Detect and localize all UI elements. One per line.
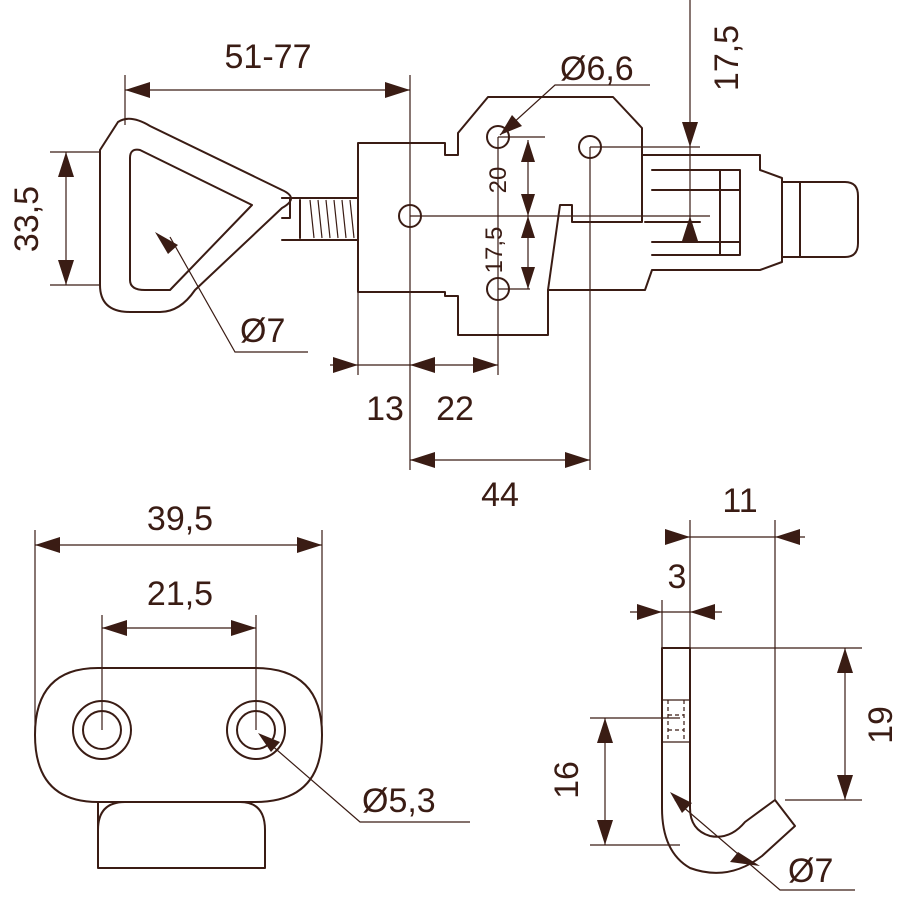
dim-right-offset: 17,5 [708, 25, 746, 91]
dim-slot-to-pivot: 44 [481, 476, 519, 514]
pull-loop-inner [129, 148, 253, 291]
dim-plate-hole-spacing: 21,5 [147, 575, 213, 613]
hinge-plate [547, 154, 783, 291]
dim-hook-height: 19 [862, 706, 900, 744]
dim-latch-length: 51-77 [225, 38, 312, 76]
dim-hole-spacing-lower: 17,5 [481, 227, 508, 274]
dim-hole-spacing-upper: 20 [485, 167, 512, 194]
striker-roller [781, 181, 859, 258]
dim-hook-thickness: 3 [668, 558, 687, 596]
dim-slot-to-hole: 22 [436, 390, 474, 428]
strike-plate-view: 39,5 21,5 Ø5,3 [34, 500, 470, 869]
dim-base-to-slot: 13 [366, 390, 404, 428]
hook-outline [661, 647, 796, 874]
latch-body [357, 96, 643, 336]
pull-loop-outer [99, 117, 292, 313]
plate-outline [34, 667, 323, 803]
dim-plate-width: 39,5 [147, 500, 213, 538]
dim-hook-depth: 16 [548, 761, 586, 799]
dim-hook-width: 11 [722, 482, 757, 520]
dim-plate-hole-dia: Ø5,3 [362, 782, 436, 820]
plate-tab [97, 801, 266, 869]
dim-loop-wire: Ø7 [240, 312, 285, 350]
dim-top-hole: Ø6,6 [560, 50, 634, 88]
dim-hook-wire: Ø7 [788, 852, 833, 890]
latch-view: 51-77 33,5 Ø7 Ø6,6 17,5 20 17,5 13 22 44 [8, 0, 859, 514]
hook-view: 11 3 16 19 Ø7 [548, 482, 900, 891]
dim-loop-height: 33,5 [8, 186, 46, 252]
